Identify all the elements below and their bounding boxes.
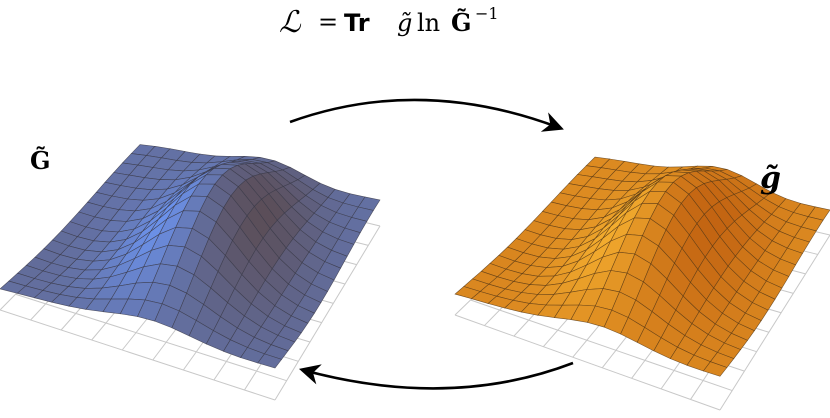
right-surface-label: g̃: [760, 161, 781, 196]
floor-grid-line: [454, 314, 721, 411]
formula-equals: =: [318, 8, 338, 36]
floor-grid-line: [15, 293, 287, 382]
left-surface-label: G̃: [30, 146, 51, 175]
formula-exponent: −1: [475, 4, 499, 23]
left-surface-G: [0, 144, 381, 369]
surface-patch: [702, 361, 728, 377]
formula-lhs-symbol: ℒ: [279, 5, 302, 40]
top-arrow: [289, 98, 564, 132]
bottom-arrow: [298, 361, 574, 390]
formula-ln: ln: [417, 9, 440, 37]
floor-grid-line: [470, 299, 733, 392]
floor-grid-line: [274, 225, 381, 401]
right-surface-g: [454, 156, 830, 377]
surface-patch: [257, 353, 283, 369]
formula-G-tilde: G̃: [451, 8, 472, 37]
formula-trace: Tr: [344, 9, 370, 37]
floor-grid-line: [0, 309, 276, 401]
formula: ℒ = Tr g̃ ln G̃ −1: [279, 4, 499, 40]
formula-g-tilde: g̃: [397, 9, 412, 37]
floor-grid-line: [719, 234, 830, 411]
